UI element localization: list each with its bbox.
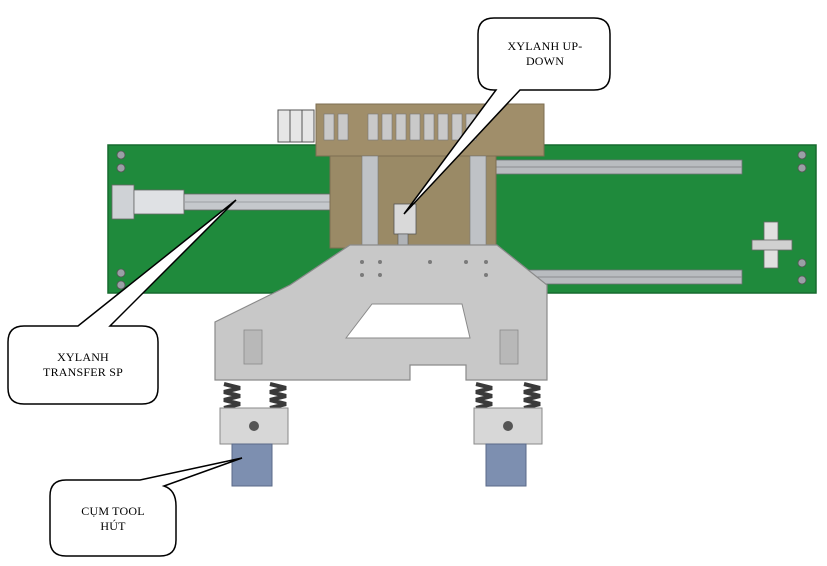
transfer-cylinder [111, 184, 333, 220]
cable-chain [277, 109, 315, 143]
callout-up-down [403, 17, 611, 215]
callout-transfer [7, 199, 237, 405]
linear-rail-top [489, 159, 743, 175]
spring-right [475, 382, 541, 410]
suction-tool-right [473, 407, 543, 487]
callout-transfer-label: XYLANH TRANSFER SP [43, 350, 123, 379]
suction-tool-left [219, 407, 289, 487]
callout-tool [49, 457, 243, 557]
sensor-block [751, 221, 793, 269]
spring-left [223, 382, 287, 410]
callout-tool-label: CỤM TOOL HÚT [81, 504, 145, 533]
gantry-frame [214, 244, 548, 381]
callout-up-down-label: XYLANH UP- DOWN [507, 39, 583, 68]
